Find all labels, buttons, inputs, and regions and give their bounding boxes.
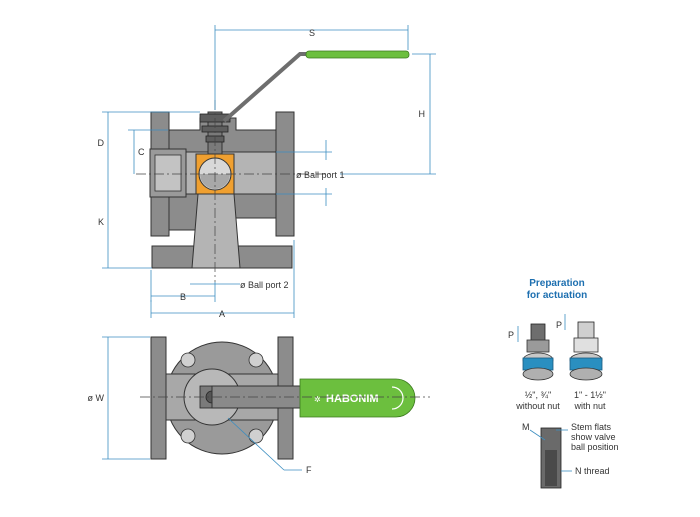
port-2-label: ø Ball port 2: [240, 280, 289, 290]
dim-w: ø W: [88, 336, 150, 460]
dim-k-label: K: [98, 217, 104, 227]
prep-title-line2: for actuation: [527, 290, 588, 301]
brand-swoosh: [391, 386, 404, 410]
dim-a: A: [150, 240, 295, 319]
large-stem-illustration: [569, 321, 603, 381]
dim-d-label: D: [98, 138, 105, 148]
dim-c-label: C: [138, 147, 145, 157]
threaded-stem-illustration: [540, 427, 562, 489]
dim-d: D: [98, 111, 200, 174]
section-view: [136, 50, 410, 282]
dim-a-label: A: [219, 309, 225, 319]
dim-h: H: [340, 53, 436, 175]
dim-k: K: [98, 174, 152, 269]
brand-name: HABONIM: [326, 393, 379, 405]
small-stem-illustration: [522, 323, 554, 381]
small-size-label: ½", ¾": [525, 390, 551, 400]
large-desc-label: with nut: [573, 401, 606, 411]
port-1-label: ø Ball port 1: [296, 170, 345, 180]
handle-rod: [222, 52, 408, 123]
dim-b-label: B: [180, 292, 186, 302]
dim-s: S: [214, 25, 409, 110]
dim-p1-label: P: [508, 330, 514, 340]
bolt-hole: [248, 428, 264, 444]
small-desc-label: without nut: [515, 401, 560, 411]
dim-p2-label: P: [556, 320, 562, 330]
plan-view: ✲ HABONIM: [140, 336, 430, 460]
handle-grip: [305, 50, 410, 59]
large-size-label: 1" - 1½": [574, 390, 606, 400]
dim-m-label: M: [522, 422, 530, 432]
stem-note-line2: show valve: [571, 432, 616, 442]
bolt-hole: [180, 352, 196, 368]
bolt-hole: [180, 428, 196, 444]
dim-b: B: [150, 270, 216, 302]
dim-port-1: ø Ball port 1: [276, 140, 345, 206]
vertical-bore: [191, 193, 241, 269]
stem-note-line3: ball position: [571, 442, 619, 452]
prep-section: Preparation for actuation P P ½", ¾" wit…: [508, 278, 619, 489]
dim-m-line: [529, 429, 546, 441]
end-connector-bore: [154, 154, 182, 192]
dim-w-label: ø W: [88, 393, 105, 403]
habonim-logo-icon: ✲: [314, 395, 321, 404]
dim-c: C: [128, 129, 168, 174]
dim-f-label: F: [306, 465, 312, 475]
prep-title-line1: Preparation: [529, 278, 585, 289]
bolt-hole: [248, 352, 264, 368]
dim-f: F: [227, 417, 312, 475]
plan-handle-grip: [299, 378, 416, 418]
dim-h-label: H: [419, 109, 426, 119]
dim-s-label: S: [309, 28, 315, 38]
stem-note-line1: Stem flats: [571, 422, 612, 432]
dim-port-2: ø Ball port 2: [190, 280, 289, 290]
plan-left-flange: [150, 336, 167, 460]
thread-label: N thread: [575, 466, 610, 476]
